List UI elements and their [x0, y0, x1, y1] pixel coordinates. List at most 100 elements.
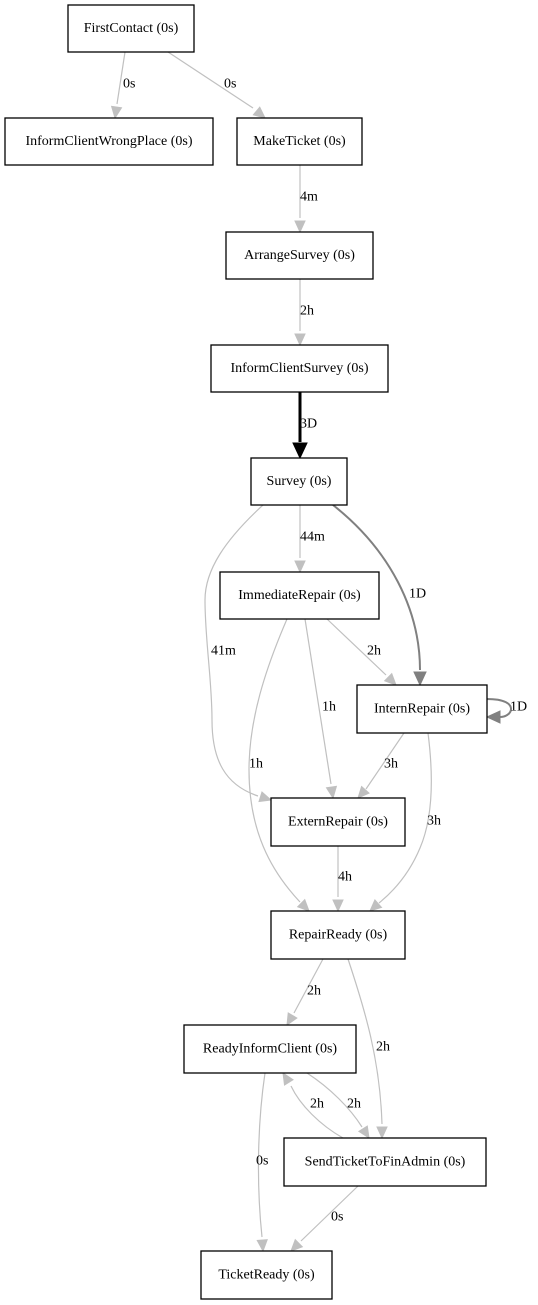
node-label: ExternRepair (0s) [288, 815, 388, 830]
node-box [283, 1137, 487, 1187]
edge-arrowhead [296, 898, 310, 912]
node-label: RepairReady (0s) [289, 928, 388, 943]
node-inform-client-wrong-place[interactable]: InformClientWrongPlace (0s) [4, 117, 214, 166]
node-label: ArrangeSurvey (0s) [244, 248, 355, 263]
node-box [183, 1024, 357, 1074]
edge-label: 41m [211, 644, 236, 659]
edge-arrowhead [294, 220, 306, 234]
edge-label: 0s [256, 1154, 268, 1169]
edge-line [486, 698, 513, 718]
edge-arrowhead [286, 1012, 298, 1027]
edge-arrowhead [252, 106, 266, 119]
node-box [225, 231, 374, 280]
node-box [67, 4, 195, 53]
node-ticket-ready[interactable]: TicketReady (0s) [200, 1250, 333, 1300]
edge-label: 2h [300, 304, 314, 319]
node-ready-inform-client[interactable]: ReadyInformClient (0s) [183, 1024, 357, 1074]
node-intern-repair[interactable]: InternRepair (0s) [356, 684, 488, 734]
node-label: InformClientSurvey (0s) [230, 361, 368, 376]
edge-immediate-repair-to-intern-repair: 2h [326, 618, 397, 686]
edge-send-ticket-to-fin-admin-to-ready-inform-client: 2h [282, 1071, 344, 1139]
node-survey[interactable]: Survey (0s) [250, 457, 348, 506]
edge-intern-repair-to-repair-ready: 3h [369, 732, 441, 912]
edge-line [300, 1185, 359, 1242]
edge-line [293, 958, 324, 1014]
edge-survey-to-intern-repair: 1D [332, 504, 427, 687]
edge-arrowhead [332, 899, 344, 913]
edge-intern-repair-to-extern-repair: 3h [357, 732, 405, 799]
node-make-ticket[interactable]: MakeTicket (0s) [236, 117, 363, 166]
edge-label: 2h [367, 644, 381, 659]
edge-arrowhead [282, 1071, 294, 1086]
edge-line [304, 618, 332, 785]
edge-label: 2h [310, 1097, 324, 1112]
edge-line [326, 618, 387, 676]
node-label: MakeTicket (0s) [253, 134, 346, 149]
node-extern-repair[interactable]: ExternRepair (0s) [270, 797, 406, 847]
node-inform-client-survey[interactable]: InformClientSurvey (0s) [210, 344, 389, 393]
node-label: SendTicketToFinAdmin (0s) [305, 1155, 466, 1170]
edge-arrowhead [376, 1126, 388, 1140]
node-label: ReadyInformClient (0s) [203, 1042, 337, 1057]
edge-label: 3h [427, 814, 441, 829]
node-box [4, 117, 214, 166]
node-repair-ready[interactable]: RepairReady (0s) [270, 910, 406, 960]
node-box [356, 684, 488, 734]
edge-repair-ready-to-send-ticket-to-fin-admin: 2h [347, 958, 390, 1140]
node-box [250, 457, 348, 506]
edge-label: 1h [249, 757, 263, 772]
edge-ready-inform-client-to-send-ticket-to-fin-admin: 2h [306, 1072, 370, 1140]
edge-arrowhead [357, 785, 370, 799]
edge-arrowhead [294, 560, 306, 574]
edge-arrowhead [256, 1239, 268, 1253]
edge-line [332, 504, 421, 671]
node-first-contact[interactable]: FirstContact (0s) [67, 4, 195, 53]
edge-label: 2h [347, 1097, 361, 1112]
node-box [236, 117, 363, 166]
edge-line [116, 51, 126, 105]
edge-repair-ready-to-ready-inform-client: 2h [286, 958, 324, 1027]
edge-arrowhead [369, 899, 383, 912]
edge-line [347, 958, 383, 1125]
node-arrange-survey[interactable]: ArrangeSurvey (0s) [225, 231, 374, 280]
node-box [219, 571, 380, 620]
edge-label: 0s [123, 77, 135, 92]
edge-label: 1D [409, 587, 426, 602]
edge-arrowhead [258, 791, 273, 803]
node-label: InformClientWrongPlace (0s) [25, 134, 192, 149]
edge-arrowhead [325, 785, 338, 800]
edge-arrowhead [485, 710, 501, 724]
edge-arrowhead [292, 442, 308, 460]
edge-ready-inform-client-to-ticket-ready: 0s [256, 1072, 268, 1253]
node-immediate-repair[interactable]: ImmediateRepair (0s) [219, 571, 380, 620]
edge-arrowhead [294, 333, 306, 347]
edge-arrowhead [110, 105, 123, 120]
node-label: ImmediateRepair (0s) [238, 588, 361, 603]
edge-line [248, 618, 301, 903]
edge-label: 3h [384, 757, 398, 772]
edge-label: 3D [300, 417, 317, 432]
edge-label: 0s [331, 1210, 343, 1225]
edge-label: 2h [376, 1040, 390, 1055]
node-send-ticket-to-fin-admin[interactable]: SendTicketToFinAdmin (0s) [283, 1137, 487, 1187]
node-box [270, 797, 406, 847]
edge-survey-to-immediate-repair: 44m [294, 505, 325, 574]
edge-arrange-survey-to-inform-client-survey: 2h [294, 279, 314, 347]
edge-label: 4m [300, 190, 318, 205]
node-box [200, 1250, 333, 1300]
edge-label: 1D [510, 700, 527, 715]
edge-arrowhead [383, 672, 397, 686]
edge-line [204, 504, 264, 797]
edge-first-contact-to-make-ticket: 0s [167, 51, 266, 119]
edge-immediate-repair-to-repair-ready: 1h [248, 618, 310, 912]
nodes-layer: FirstContact (0s) InformClientWrongPlace … [4, 4, 488, 1300]
edge-make-ticket-to-arrange-survey: 4m [294, 165, 318, 234]
edge-extern-repair-to-repair-ready: 4h [332, 846, 352, 913]
edge-first-contact-to-inform-client-wrong-place: 0s [110, 51, 135, 120]
edge-inform-client-survey-to-survey: 3D [292, 392, 317, 460]
edge-label: 1h [322, 700, 336, 715]
edge-arrowhead [413, 671, 427, 687]
node-label: Survey (0s) [267, 474, 332, 489]
edge-label: 0s [224, 77, 236, 92]
